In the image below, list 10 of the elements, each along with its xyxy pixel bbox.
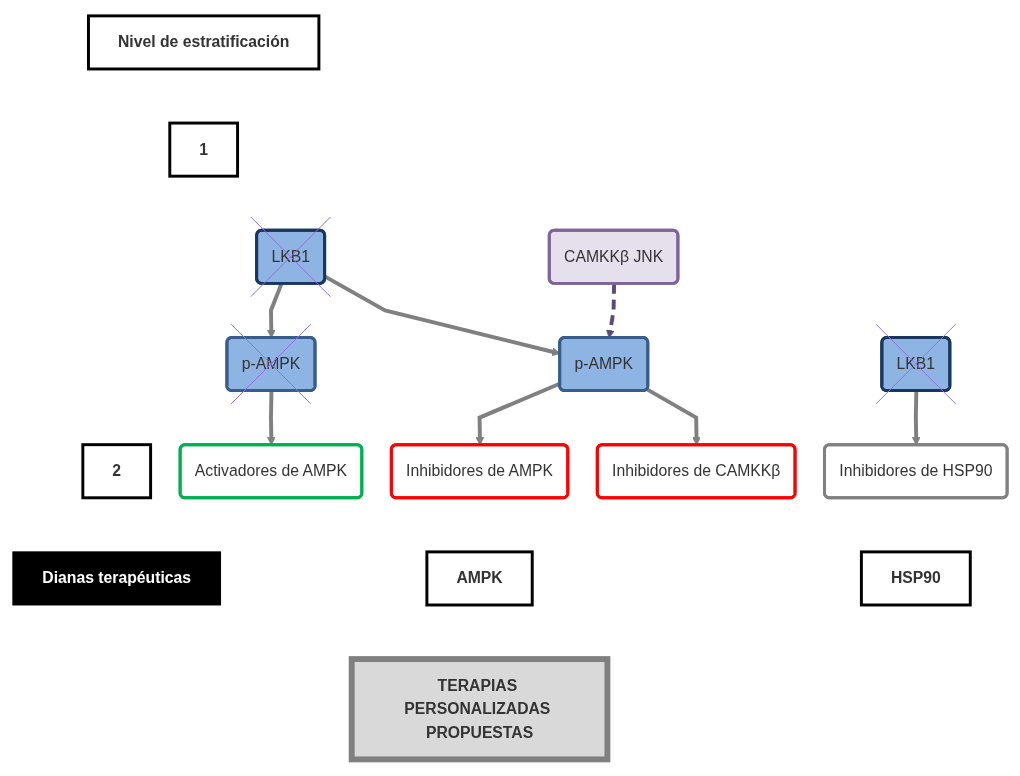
arrow [911, 391, 921, 446]
node-box: 1 [168, 121, 240, 178]
node-box: AMPK [425, 550, 534, 607]
node-box: Nivel de estratificación [87, 14, 321, 71]
node-box: 2 [81, 443, 153, 500]
node-box: HSP90 [859, 550, 972, 607]
arrow [267, 391, 276, 446]
node-box: Dianas terapéuticas [12, 551, 222, 606]
node-box: TERAPIAS PERSONALIZADAS PROPUESTAS [348, 656, 611, 763]
arrow [646, 388, 701, 446]
